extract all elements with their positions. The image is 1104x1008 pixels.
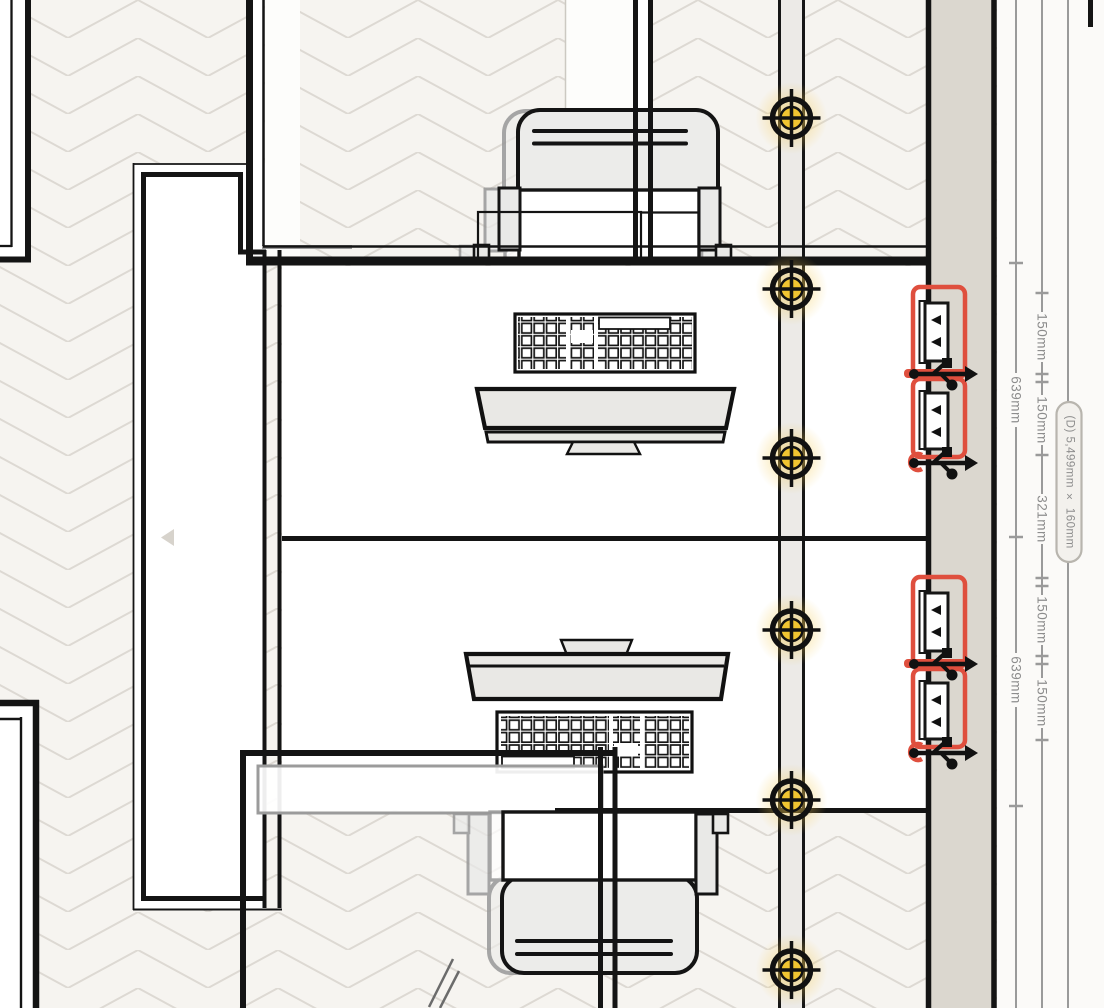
dimensions: 639mm 639mm 150mm 150mm 321mm 150mm 150m… [1007, 0, 1083, 1008]
triangle-left-icon[interactable] [161, 529, 174, 546]
dimension-label: 150mm [1035, 679, 1050, 727]
light-track[interactable] [778, 0, 805, 1008]
ceiling-light-icon[interactable] [755, 422, 828, 494]
lower-desk-frame [240, 747, 926, 1008]
keyboard-top[interactable] [513, 312, 697, 374]
usb-icon [909, 648, 978, 681]
tall-cabinet[interactable] [133, 163, 266, 910]
usb-icon [909, 358, 978, 391]
door-swing-lines [427, 958, 461, 1008]
dimension-label: 639mm [1009, 656, 1024, 704]
monitor-bottom[interactable] [463, 638, 731, 702]
right-wall-fill [931, 0, 993, 1008]
monitor-top[interactable] [474, 386, 737, 456]
overall-dimension-label: (D) 5,499mm × 160mm [1064, 415, 1076, 548]
socket-icon [923, 681, 950, 741]
power-outlet-group[interactable] [904, 284, 978, 480]
ceiling-light-icon[interactable] [755, 934, 828, 1006]
chair-top[interactable] [472, 108, 733, 264]
ceiling-light-icon[interactable] [755, 82, 828, 154]
usb-icon [909, 447, 978, 480]
dimension-label: 150mm [1035, 396, 1050, 444]
dimension-label: 639mm [1009, 376, 1024, 424]
socket-icon [923, 591, 950, 653]
socket-icon [923, 301, 950, 363]
dimension-label: 150mm [1035, 313, 1050, 361]
ceiling-light-icon[interactable] [755, 594, 828, 666]
socket-icon [923, 391, 950, 451]
ceiling-light-icon[interactable] [755, 764, 828, 836]
keyboard-bottom[interactable] [495, 710, 694, 774]
ceiling-lights [755, 82, 828, 1006]
power-outlet-group[interactable] [904, 574, 978, 770]
ghost-desk-return [256, 764, 604, 815]
ceiling-light-icon[interactable] [755, 253, 828, 325]
dimension-label: 150mm [1035, 596, 1050, 644]
dimension-label: 321mm [1035, 495, 1050, 543]
usb-icon [909, 737, 978, 770]
overall-dimension-pill[interactable]: (D) 5,499mm × 160mm [1055, 400, 1083, 564]
